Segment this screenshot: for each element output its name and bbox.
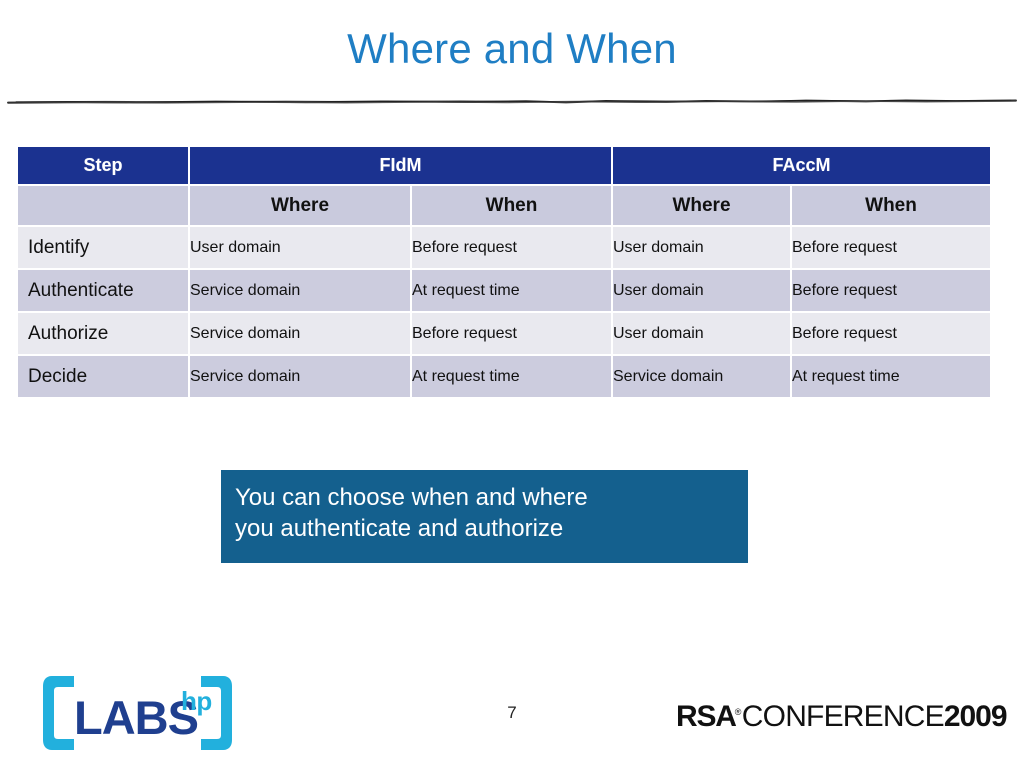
page-number: 7 — [507, 703, 517, 722]
cell-fidm-when: Before request — [412, 311, 613, 354]
group-header-faccm: FAccM — [613, 147, 990, 184]
rsa-year: 2009 — [943, 700, 1008, 733]
table-row: Decide Service domain At request time Se… — [18, 354, 990, 397]
callout-line-2: you authenticate and authorize — [235, 514, 564, 542]
cell-fidm-where: Service domain — [190, 311, 412, 354]
cell-fidm-where: Service domain — [190, 354, 412, 397]
cell-fidm-where: Service domain — [190, 268, 412, 311]
hp-labs-logo: LABS hp — [40, 672, 235, 754]
cell-faccm-when: Before request — [792, 225, 990, 268]
rsa-wordmark: RSA — [676, 700, 737, 733]
rsa-conference-logo: RSA ® CONFERENCE 2009 — [676, 700, 1008, 733]
table-row: Identify User domain Before request User… — [18, 225, 990, 268]
cell-step: Decide — [18, 354, 190, 397]
sub-header-blank — [18, 184, 190, 225]
callout-box: You can choose when and where you authen… — [221, 470, 748, 563]
cell-faccm-when: Before request — [792, 268, 990, 311]
cell-fidm-when: At request time — [412, 268, 613, 311]
registered-trademark-icon: ® — [734, 707, 742, 717]
cell-faccm-where: User domain — [613, 225, 792, 268]
page-title: Where and When — [347, 25, 677, 72]
cell-faccm-where: Service domain — [613, 354, 792, 397]
cell-step: Identify — [18, 225, 190, 268]
cell-faccm-where: User domain — [613, 268, 792, 311]
rsa-conference-word: CONFERENCE — [741, 700, 945, 733]
sub-header-faccm-where: Where — [613, 184, 792, 225]
cell-step: Authenticate — [18, 268, 190, 311]
table-row: Authenticate Service domain At request t… — [18, 268, 990, 311]
cell-fidm-where: User domain — [190, 225, 412, 268]
cell-fidm-when: Before request — [412, 225, 613, 268]
callout-line-1: You can choose when and where — [235, 484, 588, 511]
table-row: Authorize Service domain Before request … — [18, 311, 990, 354]
title-divider-rule — [6, 98, 1018, 105]
sub-header-faccm-when: When — [792, 184, 990, 225]
cell-faccm-when: Before request — [792, 311, 990, 354]
svg-text:LABS: LABS — [74, 691, 198, 744]
group-header-fidm: FIdM — [190, 147, 613, 184]
sub-header-fidm-when: When — [412, 184, 613, 225]
sub-header-fidm-where: Where — [190, 184, 412, 225]
group-header-step: Step — [18, 147, 190, 184]
table-sub-header-row: Where When Where When — [18, 184, 990, 225]
svg-text:hp: hp — [181, 686, 212, 716]
where-and-when-matrix: Step FIdM FAccM Where When Where When Id… — [18, 147, 990, 397]
cell-faccm-when: At request time — [792, 354, 990, 397]
cell-step: Authorize — [18, 311, 190, 354]
cell-faccm-where: User domain — [613, 311, 792, 354]
cell-fidm-when: At request time — [412, 354, 613, 397]
table-group-header-row: Step FIdM FAccM — [18, 147, 990, 184]
